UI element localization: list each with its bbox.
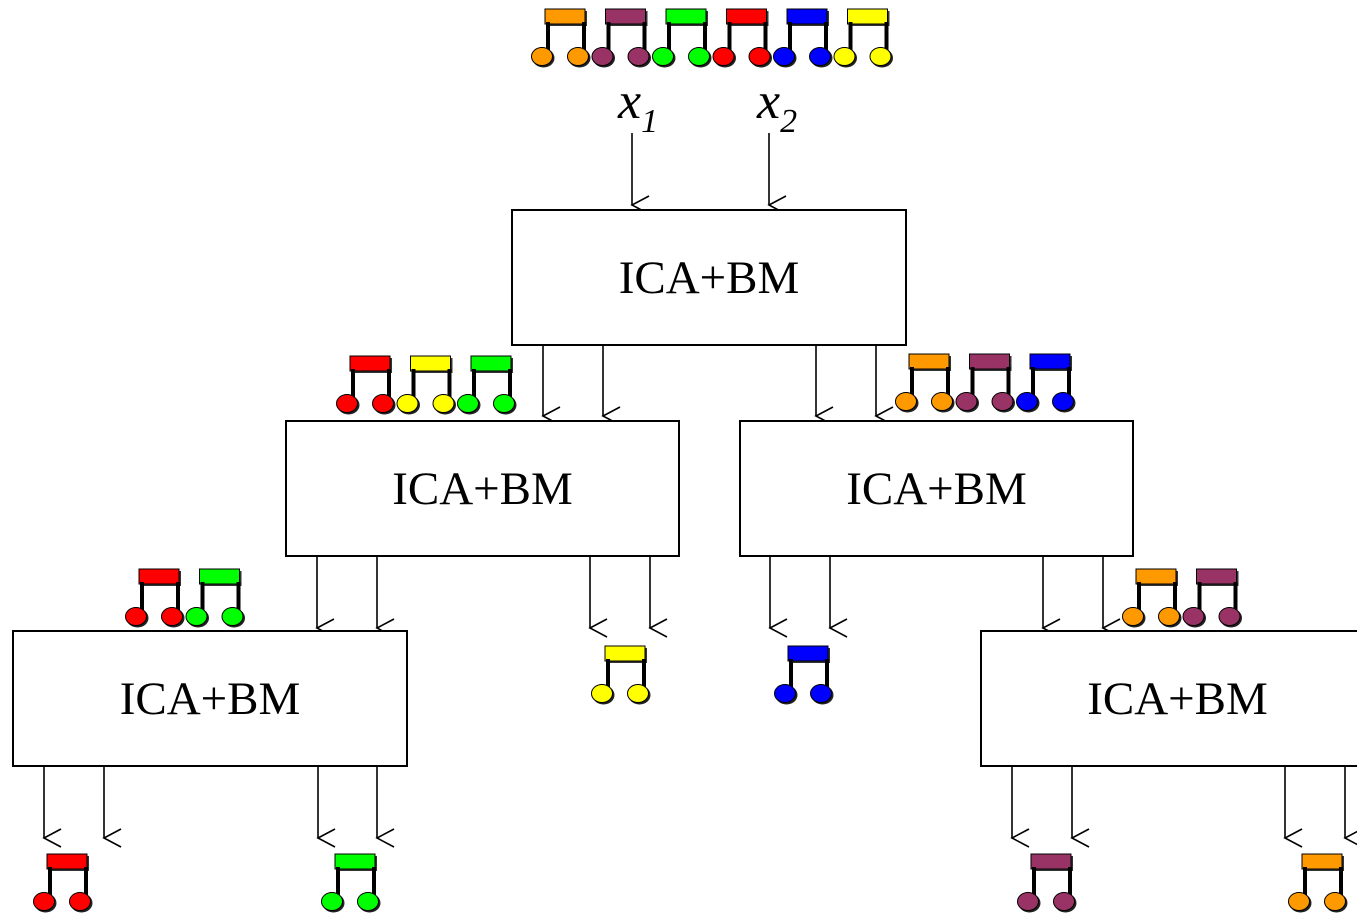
note-layer — [33, 8, 1348, 913]
node-label: ICA+BM — [846, 462, 1027, 515]
ica-bm-node-root: ICA+BM — [511, 209, 907, 346]
music-note-icon — [185, 568, 245, 628]
music-note-icon — [955, 353, 1015, 413]
source-group-final-red — [33, 853, 93, 913]
music-note-icon — [336, 355, 396, 415]
source-group-left-left-output — [125, 568, 245, 628]
music-note-icon — [774, 645, 834, 705]
source-group-final-orange — [1288, 853, 1348, 913]
music-note-icon — [1016, 353, 1076, 413]
input-x2-sub: 2 — [780, 103, 798, 140]
source-group-left-right-output — [591, 645, 651, 705]
music-note-icon — [457, 355, 517, 415]
input-x2: x2 — [757, 76, 797, 139]
music-note-icon — [591, 645, 651, 705]
music-note-icon — [1017, 853, 1077, 913]
music-note-icon — [591, 8, 651, 68]
arrow-layer — [42, 133, 1357, 848]
music-note-icon — [1288, 853, 1348, 913]
music-note-icon — [773, 8, 833, 68]
input-x1-sub: 1 — [641, 103, 659, 140]
node-label: ICA+BM — [1087, 672, 1268, 725]
music-note-icon — [895, 353, 955, 413]
source-group-final-plum — [1017, 853, 1077, 913]
source-group-final-green — [321, 853, 381, 913]
node-label: ICA+BM — [392, 462, 573, 515]
music-note-icon — [833, 8, 893, 68]
input-x2-base: x — [757, 73, 781, 130]
node-label: ICA+BM — [618, 251, 800, 304]
ica-bm-node-left-left: ICA+BM — [12, 630, 408, 767]
ica-bm-node-right-right: ICA+BM — [980, 630, 1357, 767]
music-note-icon — [712, 8, 772, 68]
source-group-root-left-output — [336, 355, 517, 415]
source-group-right-left-output — [774, 645, 834, 705]
input-x1-base: x — [618, 73, 642, 130]
input-x1: x1 — [618, 76, 658, 139]
music-note-icon — [33, 853, 93, 913]
music-note-icon — [652, 8, 712, 68]
source-group-root-right-output — [895, 353, 1076, 413]
node-label: ICA+BM — [119, 672, 301, 725]
source-group-mixture — [531, 8, 893, 68]
music-note-icon — [531, 8, 591, 68]
music-note-icon — [321, 853, 381, 913]
music-note-icon — [396, 355, 456, 415]
ica-bm-node-right: ICA+BM — [739, 420, 1134, 557]
source-group-right-right-output — [1122, 568, 1242, 628]
music-note-icon — [125, 568, 185, 628]
ica-bm-node-left: ICA+BM — [285, 420, 680, 557]
music-note-icon — [1122, 568, 1182, 628]
music-note-icon — [1182, 568, 1242, 628]
